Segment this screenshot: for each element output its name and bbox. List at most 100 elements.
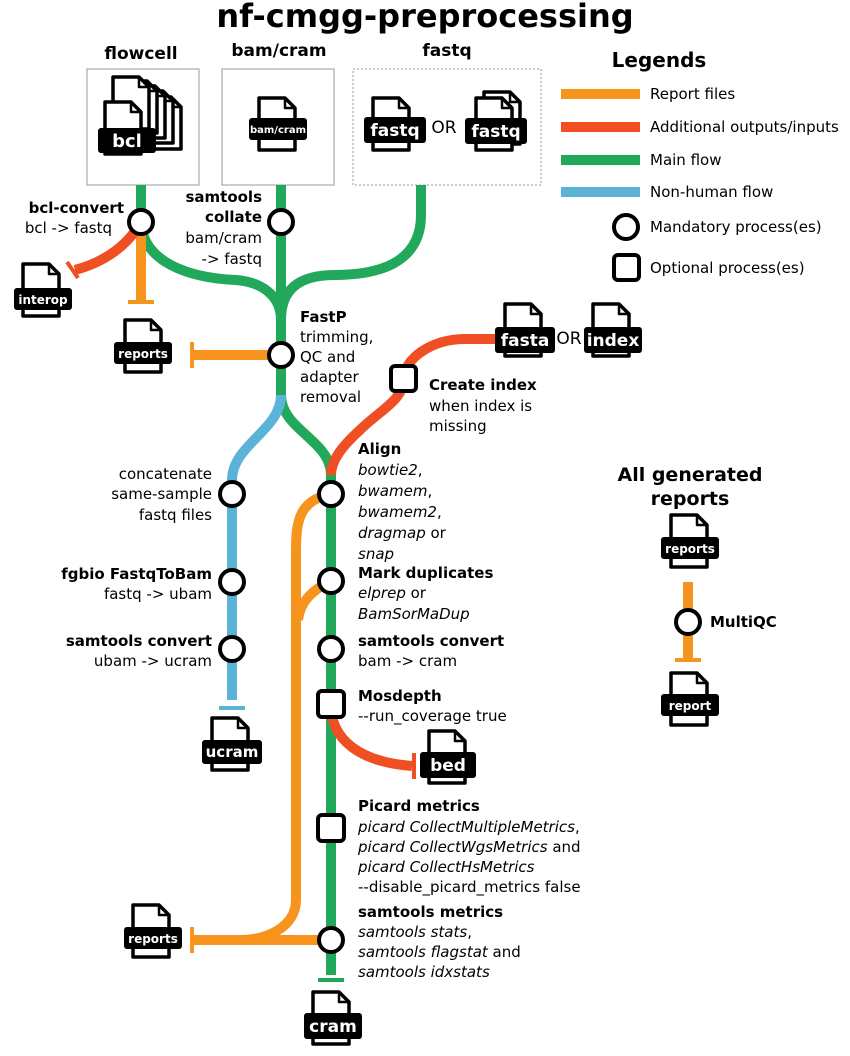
node-picard [316, 813, 346, 843]
cram-doc-icon: cram [304, 990, 362, 1046]
label-metrics-title: samtools metrics [358, 903, 503, 921]
label-concat-line3: fastq files [139, 506, 212, 524]
node-create-index [389, 364, 418, 393]
legend-optional-marker [612, 253, 641, 282]
label-create-index-detail2: missing [429, 417, 487, 435]
svg-text:cram: cram [309, 1017, 357, 1037]
label-convert-left-detail: ubam -> ucram [94, 652, 212, 670]
node-fastp [267, 341, 295, 369]
svg-text:reports: reports [665, 542, 715, 556]
node-markdup [317, 567, 345, 595]
legend-label-mandatory: Mandatory process(es) [650, 218, 822, 236]
label-picard-title: Picard metrics [358, 797, 480, 815]
reports-doc-icon-bottom: reports [124, 903, 182, 959]
label-fastp-detail3: adapter [300, 368, 360, 386]
node-mosdepth [316, 689, 346, 719]
label-mosdepth-title: Mosdepth [358, 687, 442, 705]
label-metrics-line3: samtools idxstats [358, 963, 490, 981]
label-collate-detail1: bam/cram [185, 229, 262, 247]
flow-non-human [227, 394, 286, 700]
legend-label-report: Report files [650, 85, 735, 103]
label-collate-title2: collate [205, 208, 262, 226]
label-fastp-detail1: trimming, [300, 328, 373, 346]
index-doc-icon: index [584, 302, 642, 358]
svg-text:ucram: ucram [206, 743, 259, 761]
page-title: nf-cmgg-preprocessing [216, 0, 633, 35]
label-align-line2: bwamem, [358, 482, 432, 500]
flow-main-spine [276, 355, 336, 975]
svg-text:bed: bed [430, 756, 466, 776]
label-bcl-convert-title: bcl-convert [29, 199, 124, 217]
label-picard-line4: --disable_picard_metrics false [358, 878, 581, 897]
svg-text:interop: interop [18, 293, 68, 307]
label-fastp-detail2: QC and [300, 348, 355, 366]
node-bcl-convert [127, 208, 155, 236]
label-concat-line1: concatenate [119, 465, 212, 483]
label-align-line4: dragmap or [358, 524, 447, 542]
label-collate-title1: samtools [185, 188, 262, 206]
label-markdup-line2: BamSorMaDup [358, 605, 470, 623]
node-samtools-convert-left [218, 635, 246, 663]
label-metrics-line2: samtools flagstat and [358, 943, 521, 961]
node-align [317, 480, 345, 508]
label-convert-right-title: samtools convert [358, 632, 504, 650]
all-reports-title2: reports [651, 488, 730, 510]
bamcram-header: bam/cram [231, 41, 326, 61]
fastq-doc-icon: fastq [364, 96, 426, 152]
flow-fastq-to-fastp [276, 185, 426, 321]
label-fastp-title: FastP [300, 308, 347, 326]
svg-text:fastq: fastq [471, 122, 520, 142]
fasta-doc-icon: fasta [495, 302, 555, 358]
label-concat-line2: same-sample [111, 485, 212, 503]
all-reports-title1: All generated [617, 464, 762, 486]
label-fgbio-title: fgbio FastqToBam [61, 565, 212, 583]
node-fgbio [218, 568, 246, 596]
svg-text:bcl: bcl [112, 131, 142, 152]
label-metrics-line1: samtools stats, [358, 923, 472, 941]
label-markdup-title: Mark duplicates [358, 564, 493, 582]
svg-text:report: report [669, 699, 712, 713]
label-multiqc-title: MultiQC [710, 613, 777, 631]
bcl-doc-icon: bcl [98, 75, 183, 156]
bar-interop [65, 260, 80, 280]
label-fgbio-detail: fastq -> ubam [104, 585, 212, 603]
label-mosdepth-detail: --run_coverage true [358, 707, 507, 726]
label-markdup-line1: elprep or [358, 584, 427, 602]
label-align-title: Align [358, 440, 401, 458]
label-align-line3: bwamem2, [358, 503, 442, 521]
label-picard-line3: picard CollectHsMetrics [357, 858, 535, 876]
node-samtools-collate [267, 208, 295, 236]
node-concatenate [218, 480, 246, 508]
label-align-line5: snap [358, 545, 394, 563]
bamcram-doc-icon: bam/cram [249, 96, 307, 152]
label-create-index-title: Create index [429, 376, 537, 394]
legend-label-optional: Optional process(es) [650, 259, 805, 277]
flowcell-header: flowcell [104, 44, 177, 64]
flow-index-to-align [326, 334, 497, 476]
fastq-pair-doc-icon: fastq [465, 90, 527, 152]
label-collate-detail2: -> fastq [202, 250, 262, 268]
svg-text:fasta: fasta [501, 331, 550, 351]
bed-doc-icon: bed [420, 729, 476, 785]
label-picard-line1: picard CollectMultipleMetrics, [357, 818, 580, 836]
legend-title: Legends [612, 48, 707, 72]
svg-text:bam/cram: bam/cram [250, 125, 306, 136]
legend-label-main: Main flow [650, 151, 721, 169]
svg-text:reports: reports [118, 347, 168, 361]
node-multiqc [674, 608, 702, 636]
svg-text:reports: reports [128, 932, 178, 946]
label-create-index-detail1: when index is [429, 397, 532, 415]
reports-doc-icon-all: reports [661, 513, 719, 569]
interop-doc-icon: interop [14, 262, 72, 318]
node-samtools-convert-right [317, 635, 345, 663]
label-align-line1: bowtie2, [358, 461, 423, 479]
reports-doc-icon-top: reports [114, 318, 172, 374]
svg-text:fastq: fastq [370, 121, 419, 141]
or-label-fastq: OR [431, 118, 456, 138]
node-samtools-metrics [317, 926, 345, 954]
label-convert-left-title: samtools convert [66, 632, 212, 650]
report-doc-icon: report [661, 671, 719, 727]
legend-label-nonhuman: Non-human flow [650, 183, 773, 201]
label-bcl-convert-detail: bcl -> fastq [25, 219, 112, 237]
